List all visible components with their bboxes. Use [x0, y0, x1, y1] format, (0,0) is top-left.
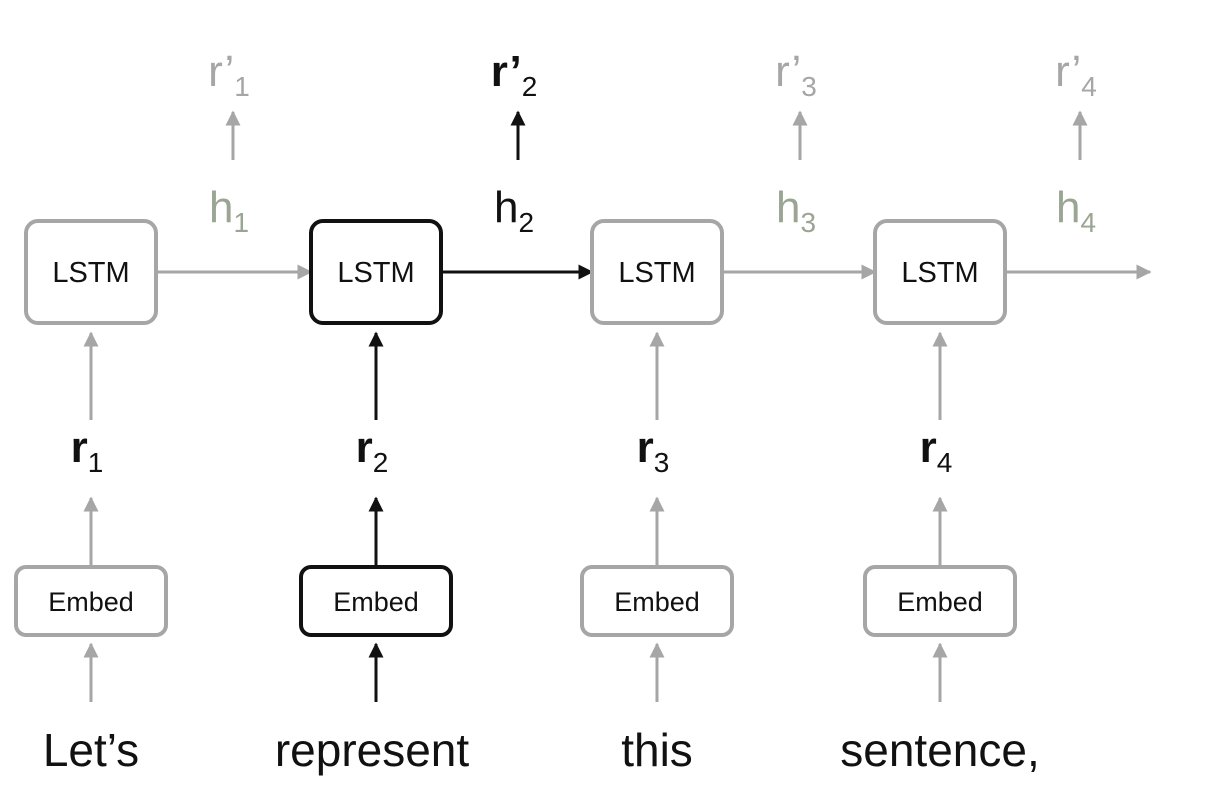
- r-label-3: r3: [637, 423, 670, 478]
- h-label-1: h1: [209, 183, 249, 238]
- h-label-1-base: h: [209, 183, 233, 232]
- h-label-1-subscript: 1: [233, 207, 249, 238]
- r-prime-label-1: r’1: [208, 47, 250, 102]
- r-label-3-base: r: [637, 423, 654, 472]
- embed-box-2: [299, 565, 453, 637]
- embed-label-3: Embed: [614, 587, 700, 617]
- word-3: this: [621, 724, 693, 776]
- lstm-label-1: LSTM: [52, 257, 129, 289]
- lstm-label-3: LSTM: [618, 257, 695, 289]
- r-label-2-base: r: [356, 423, 373, 472]
- r-prime-label-1-base: r’: [208, 47, 234, 96]
- r-label-1-subscript: 1: [88, 447, 104, 478]
- r-prime-label-2-base: r’: [491, 47, 522, 96]
- r-label-2-subscript: 2: [373, 447, 389, 478]
- r-prime-label-4-subscript: 4: [1081, 71, 1097, 102]
- r-label-3-subscript: 3: [654, 447, 670, 478]
- r-prime-label-2-subscript: 2: [522, 71, 538, 102]
- embed-box-3: [580, 565, 734, 637]
- r-label-4: r4: [920, 423, 953, 478]
- r-prime-label-4: r’4: [1055, 47, 1097, 102]
- lstm-box-3: [590, 219, 724, 325]
- r-prime-label-1-subscript: 1: [234, 71, 250, 102]
- h-label-3-subscript: 3: [800, 207, 816, 238]
- h-label-3: h3: [776, 183, 816, 238]
- r-label-4-subscript: 4: [937, 447, 953, 478]
- r-label-1-base: r: [71, 423, 88, 472]
- word-1: Let’s: [43, 724, 139, 776]
- h-label-4: h4: [1056, 183, 1096, 238]
- h-label-2-base: h: [494, 183, 518, 232]
- r-prime-label-3-base: r’: [775, 47, 801, 96]
- r-label-4-base: r: [920, 423, 937, 472]
- embed-box-1: [14, 565, 168, 637]
- r-prime-label-3: r’3: [775, 47, 817, 102]
- lstm-box-1: [24, 219, 158, 325]
- lstm-label-2: LSTM: [337, 257, 414, 289]
- lstm-label-4: LSTM: [901, 257, 978, 289]
- r-prime-label-3-subscript: 3: [801, 71, 817, 102]
- embed-label-1: Embed: [48, 587, 134, 617]
- h-label-2-subscript: 2: [518, 207, 534, 238]
- h-label-3-base: h: [776, 183, 800, 232]
- word-2: represent: [275, 724, 470, 776]
- embed-label-4: Embed: [897, 587, 983, 617]
- lstm-box-2: [309, 219, 443, 325]
- lstm-box-4: [873, 219, 1007, 325]
- h-label-2: h2: [494, 183, 534, 238]
- h-label-4-base: h: [1056, 183, 1080, 232]
- r-label-1: r1: [71, 423, 104, 478]
- word-4: sentence,: [840, 724, 1039, 776]
- r-prime-label-2: r’2: [491, 47, 538, 102]
- r-label-2: r2: [356, 423, 389, 478]
- embed-box-4: [863, 565, 1017, 637]
- r-prime-label-4-base: r’: [1055, 47, 1081, 96]
- h-label-4-subscript: 4: [1080, 207, 1096, 238]
- embed-label-2: Embed: [333, 587, 419, 617]
